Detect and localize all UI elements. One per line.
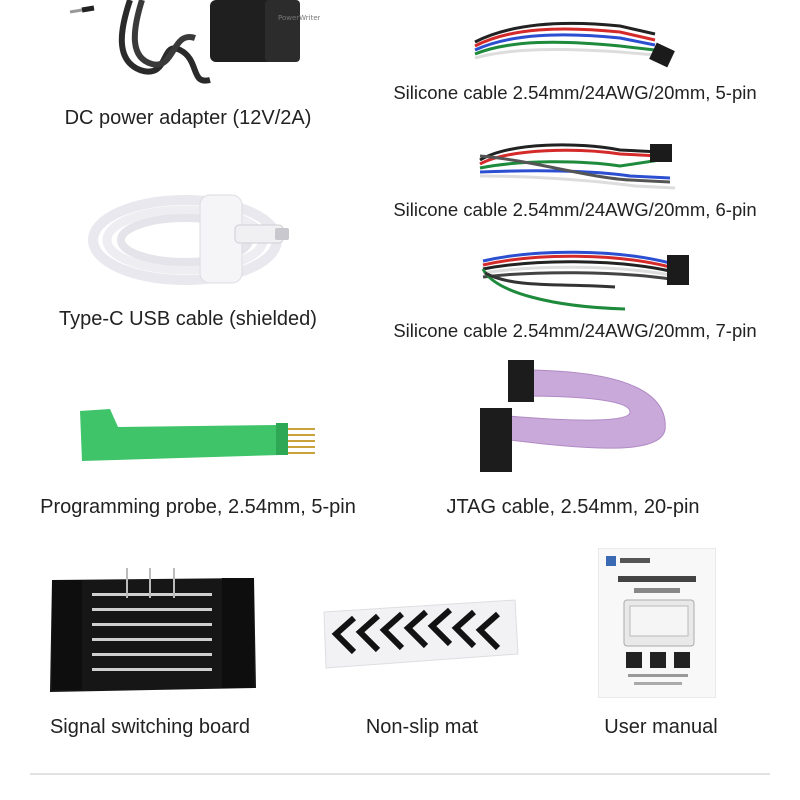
signal-switching-board-label: Signal switching board: [49, 716, 251, 738]
user-manual-image: [598, 548, 716, 698]
dc-power-adapter-image: PowerWriter: [60, 0, 320, 100]
silicone-cable-7pin-image: [475, 243, 700, 318]
silicone-cable-6pin-image: [470, 130, 680, 200]
bottom-divider: [30, 773, 770, 775]
non-slip-mat-label: Non-slip mat: [365, 716, 479, 738]
jtag-cable-image: [470, 360, 680, 475]
jtag-cable-label: JTAG cable, 2.54mm, 20-pin: [446, 496, 700, 518]
user-manual-label: User manual: [604, 716, 718, 738]
non-slip-mat-image: [320, 598, 520, 670]
silicone-cable-7pin-label: Silicone cable 2.54mm/24AWG/20mm, 7-pin: [393, 320, 757, 341]
silicone-cable-5pin-label: Silicone cable 2.54mm/24AWG/20mm, 5-pin: [393, 82, 757, 103]
dc-power-adapter-label: DC power adapter (12V/2A): [64, 107, 312, 129]
programming-probe-label: Programming probe, 2.54mm, 5-pin: [40, 496, 356, 518]
silicone-cable-6pin-label: Silicone cable 2.54mm/24AWG/20mm, 6-pin: [393, 199, 757, 220]
adapter-brand-text: PowerWriter: [278, 14, 320, 22]
type-c-usb-cable-label: Type-C USB cable (shielded): [59, 308, 317, 330]
silicone-cable-5pin-image: [470, 18, 680, 78]
signal-switching-board-image: [42, 568, 260, 698]
type-c-usb-cable-image: [85, 185, 290, 295]
programming-probe-image: [70, 405, 325, 465]
